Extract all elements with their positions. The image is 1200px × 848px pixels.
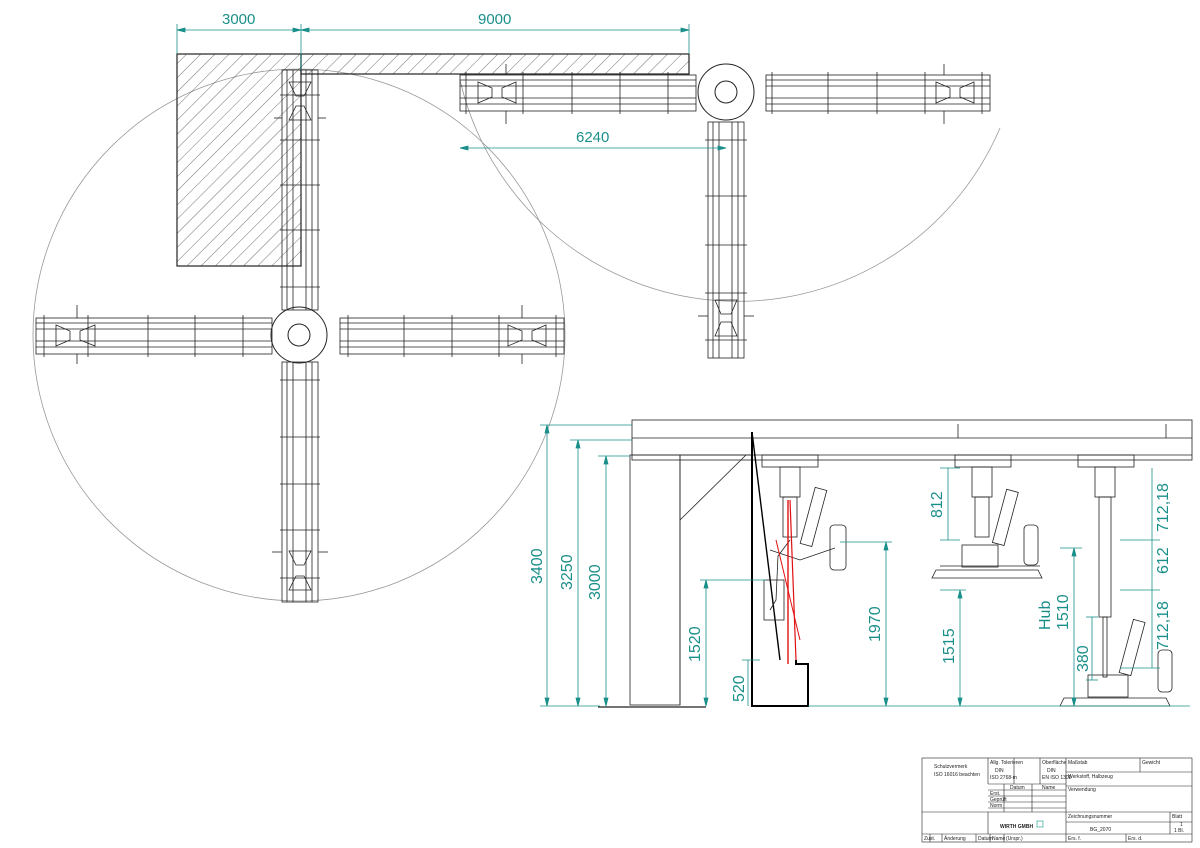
side-view-dimensions	[540, 424, 1190, 707]
name-label: Name	[1042, 785, 1056, 791]
dim-left-width: 3000	[222, 11, 255, 28]
sheet-label: Blatt	[1172, 814, 1183, 820]
title-block	[921, 757, 1193, 843]
hub-right-outer	[697, 63, 755, 121]
weight-label: Gewicht	[1142, 760, 1161, 766]
hub-left-inner	[287, 323, 311, 347]
surface-label: Oberfläche	[1042, 760, 1067, 766]
arm-left-bottom	[272, 361, 328, 603]
arm-right-south	[698, 121, 754, 359]
dim-height-column: 3000	[587, 564, 604, 600]
drawing-number: BG_2070	[1090, 827, 1111, 833]
sheet-no: 1	[1180, 822, 1183, 828]
arm-right-west	[459, 64, 697, 124]
dim-712-top: 712,18	[1155, 483, 1172, 532]
general-tol-din: DIN	[995, 768, 1004, 774]
dim-offset: 6240	[576, 129, 609, 146]
side-view	[598, 419, 1193, 708]
dim-612: 612	[1155, 547, 1172, 574]
lifter-3	[1059, 454, 1173, 707]
dim-1520: 1520	[687, 626, 704, 662]
usage-label: Verwendung	[1068, 787, 1096, 793]
arm-left-west	[35, 305, 273, 364]
rev-ers-fur: Ers. f.	[1068, 836, 1081, 842]
general-tol-label: Allg. Tolerieren	[990, 760, 1023, 766]
hatched-wall-vertical	[176, 53, 302, 267]
general-tol-iso: ISO 2768-m	[990, 775, 1017, 781]
hub-left-outer	[270, 306, 328, 364]
dim-380: 380	[1075, 645, 1092, 672]
rev-change: Änderung	[944, 835, 966, 842]
dim-812: 812	[929, 491, 946, 518]
dim-hub-value: 1510	[1055, 594, 1072, 630]
dim-span: 9000	[478, 11, 511, 28]
scale-label: Maßstab	[1068, 760, 1088, 766]
rev-zust: Zust.	[924, 836, 935, 842]
row-erst: Erst.	[990, 791, 1000, 797]
dim-hub-label: Hub	[1037, 601, 1054, 630]
dim-520: 520	[731, 675, 748, 702]
beam	[631, 419, 1193, 461]
sheet-total: 1 Bl.	[1174, 828, 1184, 834]
arm-left-top	[274, 69, 326, 311]
material-label: Werkstoff, Halbzeug	[1068, 774, 1113, 780]
rev-name: Name	[992, 836, 1006, 842]
dim-712-bottom: 712,18	[1155, 601, 1172, 650]
dim-height-beam: 3250	[559, 554, 576, 590]
company-logo: WIRTH GMBH	[1000, 824, 1033, 830]
hub-right-inner	[714, 80, 738, 104]
surface-iso: EN ISO 1302	[1042, 775, 1072, 781]
dim-height-total: 3400	[529, 548, 546, 584]
dim-1515: 1515	[941, 628, 958, 664]
arm-left-east	[339, 305, 565, 364]
protection-text: ISO 16016 beachten	[934, 772, 980, 778]
title-block-text: Schutzvermerk ISO 16016 beachten Allg. T…	[924, 760, 1184, 842]
date-label: Datum	[1010, 785, 1025, 791]
rev-ers-durch: Ers. d.	[1128, 836, 1142, 842]
dim-1970: 1970	[867, 606, 884, 642]
rev-date: Datum	[978, 836, 993, 842]
row-norm: Norm	[990, 803, 1002, 809]
arm-right-east	[765, 64, 991, 124]
rev-origin: (Urspr.)	[1006, 836, 1023, 842]
lifter-2	[931, 454, 1043, 579]
protection-title: Schutzvermerk	[934, 764, 968, 770]
drawing-number-label: Zeichnungsnummer	[1068, 814, 1113, 820]
swing-radius-arc-right	[459, 79, 1001, 302]
column	[629, 454, 681, 706]
top-view	[32, 53, 1001, 603]
lifter-1	[761, 454, 847, 621]
surface-din: DIN	[1047, 768, 1056, 774]
top-view-dimensions	[176, 24, 727, 151]
row-gepr: Geprüft	[990, 797, 1007, 803]
